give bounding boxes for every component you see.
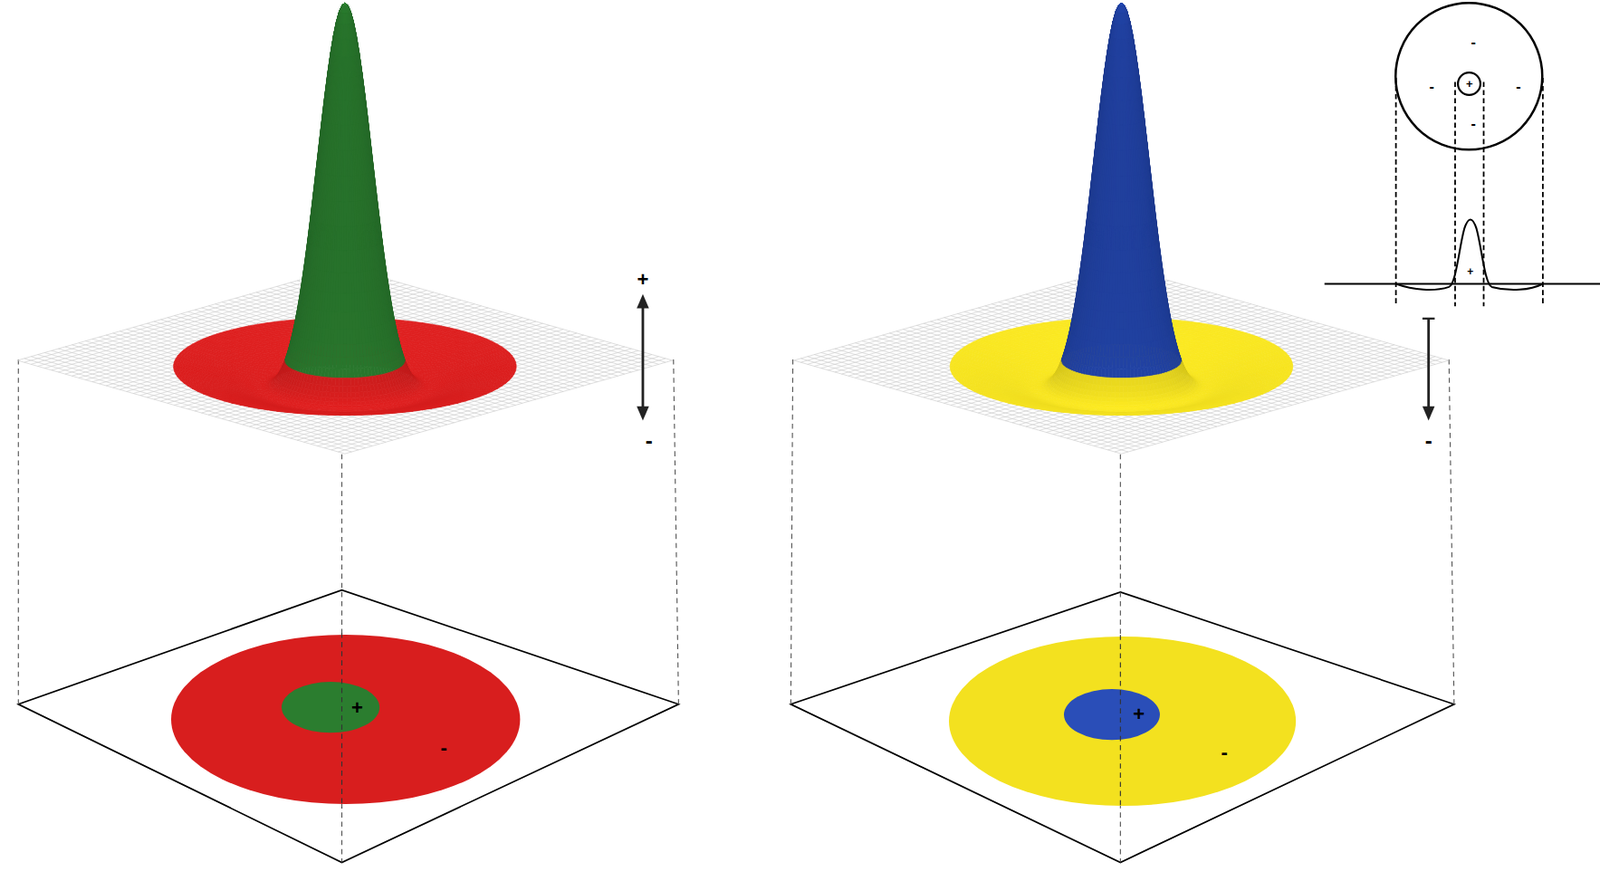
figure: ----+-+-+ ++-- — [0, 0, 1600, 881]
